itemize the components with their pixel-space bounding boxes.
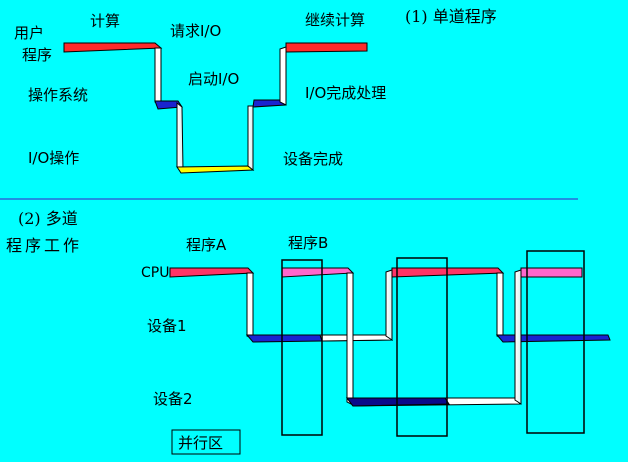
cpu-bar-program-a [169,267,255,278]
drop-a-to-device1 [246,272,254,339]
device1-bar-a-2 [495,334,611,343]
label-io-done: I/O完成处理 [305,84,386,102]
label-program-b: 程序B [288,234,328,252]
drop-b-to-device2 [346,272,354,406]
multi-program-timeline [169,250,611,437]
label-program-a: 程序A [186,236,227,254]
parallel-region-1 [281,259,323,436]
parallel-region-2 [396,257,448,437]
parallel-region-3 [526,250,585,434]
row-label-cpu: CPU [141,265,169,281]
drop-a-to-device1-2 [496,272,504,339]
io-bar [176,165,255,174]
part2-labels: (2) 多道 程序工作 CPU 设备1 设备2 程序A 程序B 并行区 [6,209,328,455]
row-label-io: I/O操作 [28,149,79,167]
drop-os-to-io [176,101,184,171]
row-label-user-1: 用户 [14,24,44,42]
label-request-io: 请求I/O [170,22,221,40]
rise-io-to-os [247,105,254,172]
row-label-device2: 设备2 [153,390,193,408]
parallel-label-box [171,429,241,455]
part1-labels: 用户 程序 操作系统 I/O操作 计算 请求I/O 启动I/O 继续计算 I/O… [14,7,497,168]
device2-bar-b-dark [346,397,450,407]
label-continue: 继续计算 [305,11,365,29]
part2-heading-1: (2) 多道 [18,209,78,228]
row-label-os: 操作系统 [28,86,88,104]
single-program-timeline [63,42,368,174]
part1-heading: (1) 单道程序 [405,7,497,26]
parallel-label: 并行区 [178,434,223,452]
rise-os-to-user [279,46,287,106]
rise-a-to-cpu [385,269,393,341]
drop-user-to-os [154,47,162,105]
compute-bar [63,42,163,53]
continue-compute-bar [285,42,368,53]
row-label-user-2: 程序 [22,46,52,64]
device1-bar-a-white [319,334,394,342]
cpu-bar-program-b-2 [520,267,583,278]
cpu-bar-program-b [281,267,355,278]
row-label-device1: 设备1 [147,317,187,335]
label-compute: 计算 [90,12,120,30]
rise-b-to-cpu [514,269,522,405]
label-start-io: 启动I/O [188,70,239,88]
label-device-done: 设备完成 [283,150,343,168]
part2-heading-2: 程序工作 [6,236,82,255]
